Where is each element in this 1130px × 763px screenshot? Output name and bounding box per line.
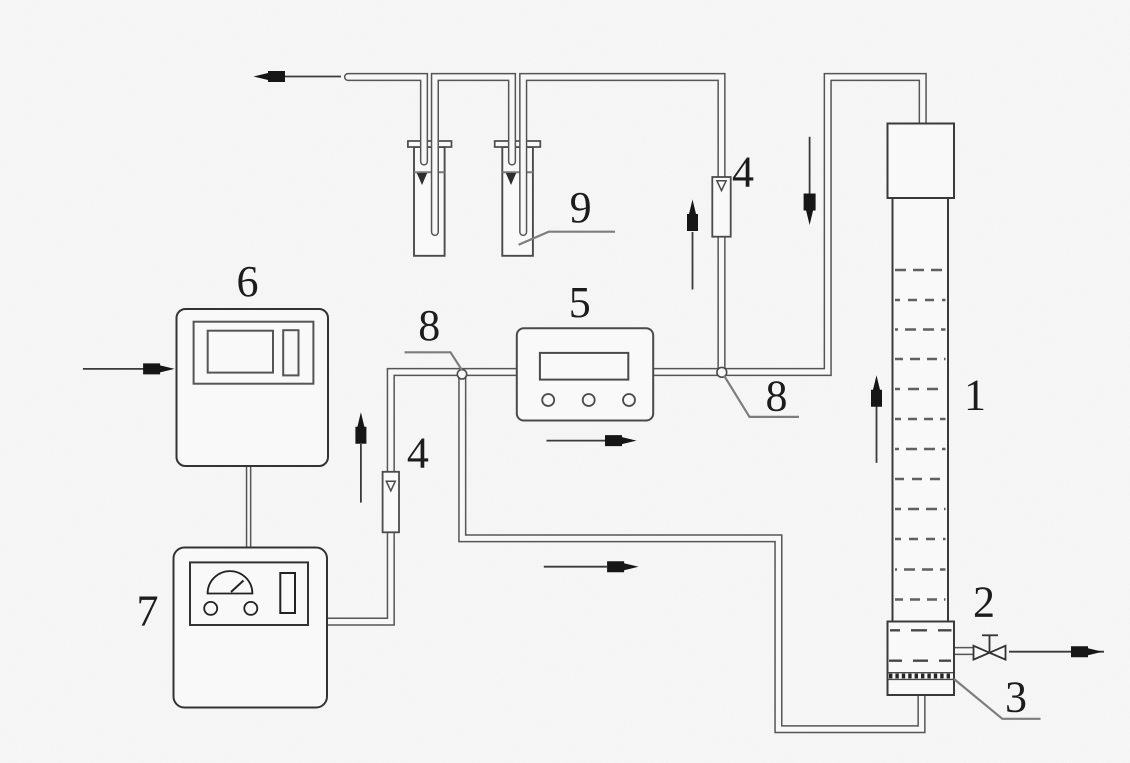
svg-text:3: 3 [1005,673,1027,722]
svg-text:7: 7 [137,587,159,636]
svg-text:1: 1 [964,371,986,420]
svg-text:8: 8 [766,371,788,420]
svg-text:4: 4 [732,148,754,197]
svg-text:5: 5 [569,278,591,327]
svg-text:6: 6 [237,257,259,306]
svg-text:4: 4 [407,429,429,478]
svg-text:9: 9 [570,183,592,232]
svg-text:8: 8 [418,301,440,350]
svg-text:2: 2 [973,578,995,627]
